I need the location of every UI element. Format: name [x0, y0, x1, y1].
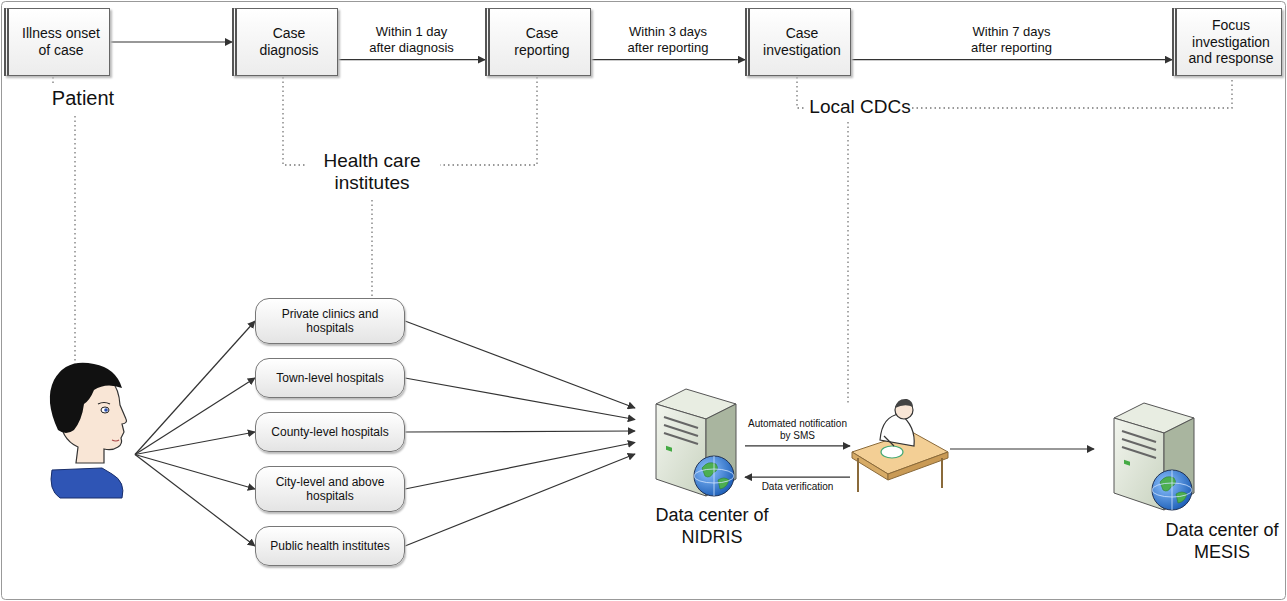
- flow-arrow: [405, 443, 635, 490]
- flow-arrow: [405, 454, 635, 546]
- patient-icon: [50, 363, 127, 498]
- node-text: Case reporting: [498, 25, 586, 59]
- node-text: Case investigation: [758, 25, 846, 59]
- flow-arrow: [405, 378, 635, 420]
- process-box: Focus investigation and response: [1172, 8, 1282, 76]
- flow-arrow: [135, 455, 255, 547]
- flow-arrow: [135, 455, 255, 490]
- node-text: Case diagnosis: [245, 25, 333, 59]
- patient-icon: Patient: [40, 370, 135, 500]
- workstation-icon: [852, 399, 948, 492]
- server-node: Data center of NIDRIS: [635, 385, 745, 500]
- edge-label: Automated notification by SMS: [746, 418, 850, 442]
- server-icon: [1114, 403, 1194, 510]
- flow-arrow: [338, 59, 485, 60]
- leader-lines: [53, 77, 1232, 403]
- flow-arrow: [110, 41, 232, 42]
- server-node: Data center of MESIS: [1094, 400, 1200, 518]
- process-box: Case investigation: [745, 8, 851, 76]
- flow-arrow: [591, 59, 745, 60]
- process-box: Case diagnosis: [232, 8, 338, 76]
- node-caption: Data center of MESIS: [1160, 520, 1284, 563]
- group-label: Health care institutes: [308, 150, 436, 194]
- institution-box: Town-level hospitals: [255, 358, 405, 398]
- edge-label: Within 7 days after reporting: [962, 24, 1062, 55]
- institution-box: Public health institutes: [255, 526, 405, 566]
- node-text: County-level hospitals: [271, 425, 388, 439]
- edge-label: Within 3 days after reporting: [618, 24, 718, 55]
- institution-box: City-level and above hospitals: [255, 466, 405, 512]
- node-text: Private clinics and hospitals: [264, 307, 396, 336]
- node-text: Town-level hospitals: [276, 371, 383, 385]
- server-icon: [656, 389, 736, 496]
- process-box: Illness onset of case: [4, 8, 110, 76]
- institution-box: County-level hospitals: [255, 412, 405, 452]
- node-caption: Local CDCs: [808, 96, 912, 119]
- flow-arrow: [405, 321, 635, 408]
- edge-label: Data verification: [762, 481, 834, 493]
- node-text: Public health institutes: [270, 539, 389, 553]
- flow-arrow: [135, 378, 255, 455]
- node-caption: Data center of NIDRIS: [650, 505, 774, 548]
- edge-label: Within 1 day after diagnosis: [362, 24, 462, 55]
- node-text: Illness onset of case: [17, 25, 105, 59]
- flow-arrow: [405, 431, 635, 432]
- flow-arrow: [745, 477, 850, 478]
- flow-arrow: [851, 59, 1172, 60]
- institution-box: Private clinics and hospitals: [255, 298, 405, 344]
- node-caption: Patient: [43, 86, 123, 110]
- flow-arrow: [745, 445, 850, 446]
- workstation-node: Local CDCs: [850, 402, 950, 496]
- node-text: Focus investigation and response: [1185, 17, 1277, 67]
- process-box: Case reporting: [485, 8, 591, 76]
- flow-arrow: [135, 432, 255, 455]
- node-text: City-level and above hospitals: [264, 475, 396, 504]
- flow-arrow: [135, 321, 255, 455]
- flow-arrow: [950, 448, 1094, 449]
